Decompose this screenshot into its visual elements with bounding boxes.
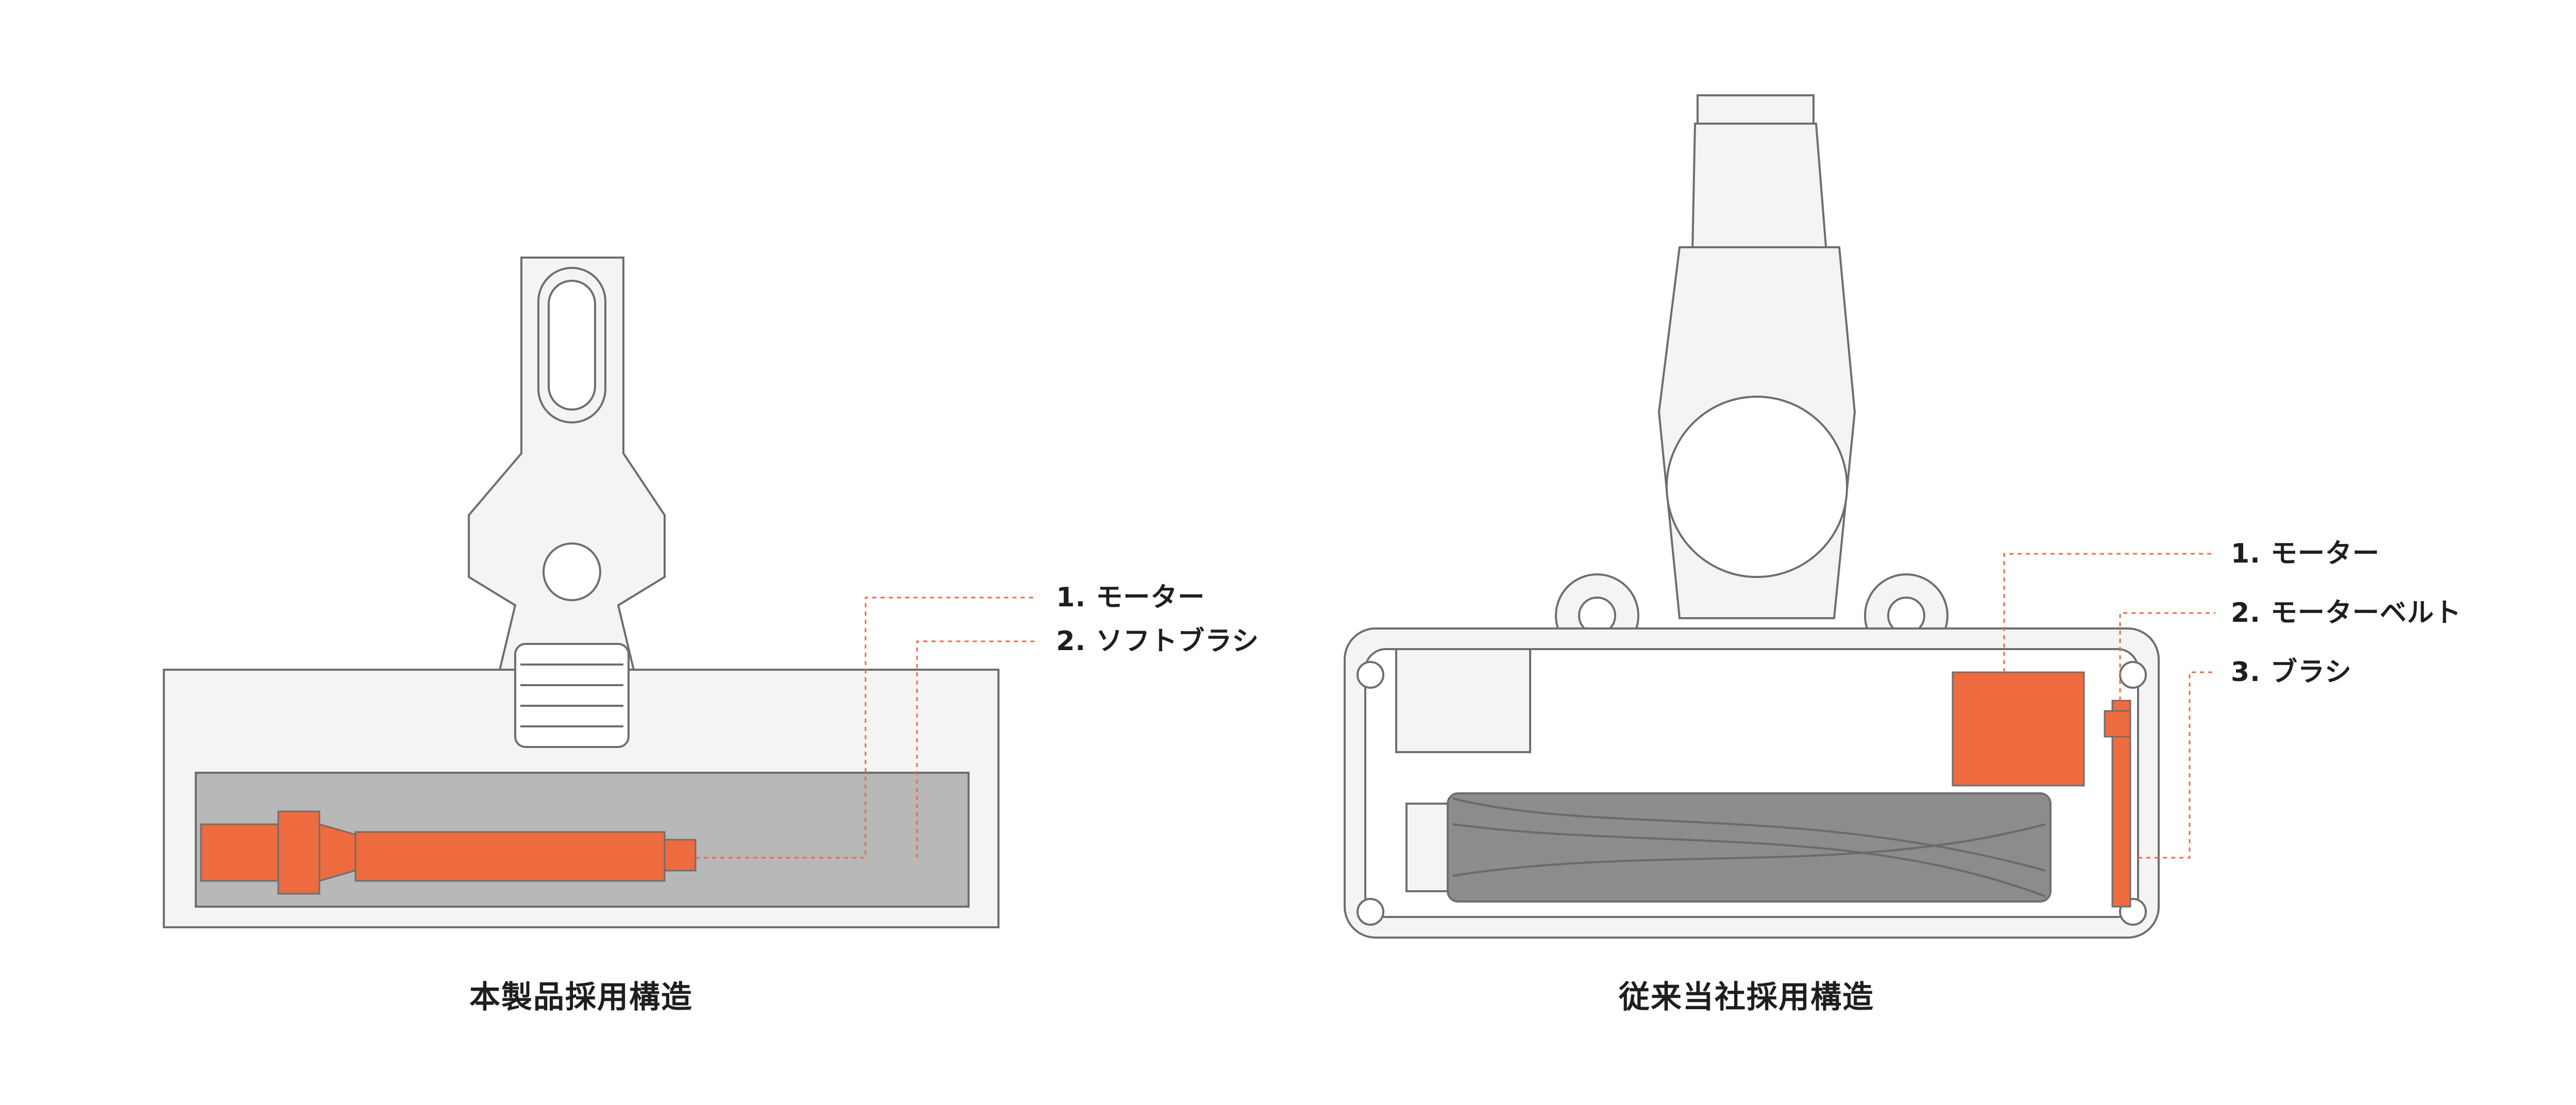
left-label-motor: 1. モーター bbox=[1056, 582, 1206, 613]
left-soft-brush bbox=[200, 823, 279, 882]
left-leaders bbox=[696, 597, 1036, 859]
left-coupling bbox=[277, 810, 320, 895]
left-motor-brush bbox=[200, 810, 697, 895]
right-left-component bbox=[1395, 648, 1531, 753]
right-joint bbox=[1666, 396, 1848, 578]
right-label-brush: 3. ブラシ bbox=[2231, 657, 2352, 688]
left-motor-tip bbox=[664, 839, 697, 872]
left-joint-circle bbox=[543, 542, 601, 601]
left-button-inner bbox=[548, 280, 596, 411]
right-floor-head bbox=[1344, 94, 2160, 939]
left-bellows bbox=[514, 643, 630, 748]
right-pipe-top bbox=[1697, 94, 1815, 127]
right-label-motor: 1. モーター bbox=[2231, 538, 2380, 569]
right-label-motor-belt: 2. モーターベルト bbox=[2231, 598, 2462, 628]
right-caption: 従来当社採用構造 bbox=[1619, 979, 1874, 1015]
right-leaders bbox=[2003, 553, 2215, 859]
left-motor bbox=[354, 831, 666, 882]
left-taper bbox=[318, 823, 357, 882]
left-caption: 本製品採用構造 bbox=[469, 979, 693, 1015]
right-motor bbox=[1952, 671, 2085, 787]
right-roller bbox=[1447, 792, 2052, 903]
right-pipe bbox=[1691, 123, 1828, 253]
right-roller-spiral bbox=[1452, 797, 2046, 897]
right-motor-belt bbox=[1952, 671, 2131, 908]
left-label-soft-brush: 2. ソフトブラシ bbox=[1056, 626, 1259, 657]
